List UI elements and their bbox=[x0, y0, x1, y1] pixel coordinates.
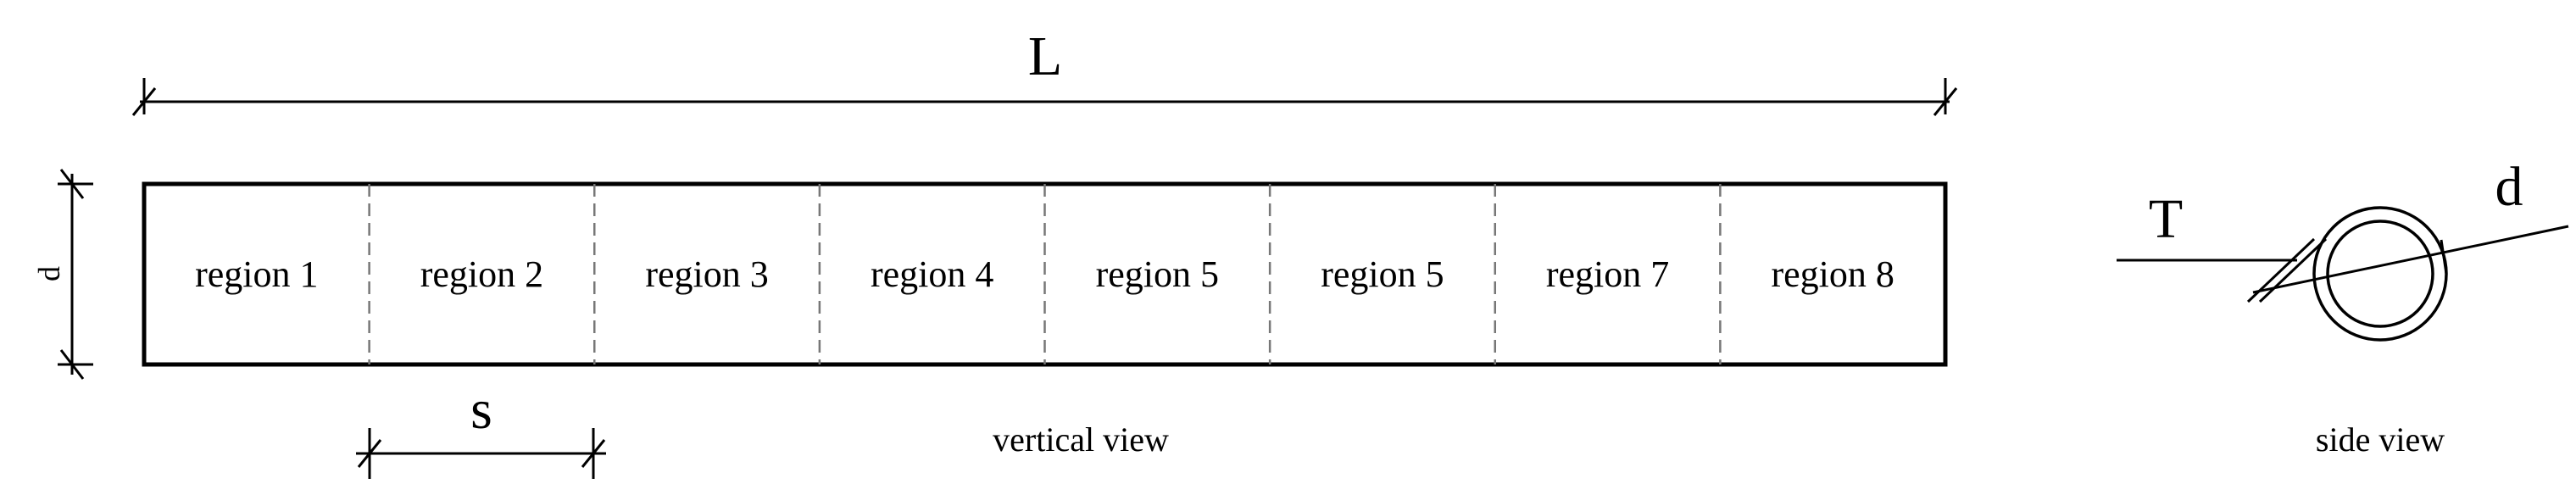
side-view-caption: side view bbox=[2316, 420, 2445, 459]
spacing-label: s bbox=[470, 379, 492, 441]
region-label: region 1 bbox=[195, 253, 318, 295]
region-label: region 2 bbox=[420, 253, 543, 295]
region-dividers bbox=[368, 184, 1722, 364]
length-tick-right bbox=[1933, 87, 1958, 116]
region-labels: region 1 region 2 region 3 region 4 region 5… bbox=[195, 253, 1894, 295]
length-tick-left bbox=[131, 87, 157, 116]
side-view: T d side view bbox=[2117, 156, 2569, 459]
spacing-tick-left bbox=[357, 439, 382, 468]
length-label: L bbox=[1028, 25, 1062, 87]
thickness-label: T bbox=[2149, 188, 2183, 250]
region-label: region 8 bbox=[1771, 253, 1894, 295]
pipe-inner-circle bbox=[2326, 220, 2434, 328]
diameter-dimension: d bbox=[32, 169, 93, 380]
pipe-outer-circle bbox=[2312, 206, 2448, 342]
spacing-dimension: s bbox=[356, 379, 606, 479]
thickness-tick-inner bbox=[2258, 237, 2328, 303]
side-diameter-label: d bbox=[2495, 156, 2523, 218]
spacing-tick-right bbox=[581, 439, 606, 468]
region-label: region 7 bbox=[1546, 253, 1669, 295]
region-label: region 5 bbox=[1321, 253, 1444, 295]
side-diameter-tick bbox=[2440, 239, 2448, 275]
region-label: region 4 bbox=[871, 253, 993, 295]
vertical-view-caption: vertical view bbox=[993, 420, 1169, 459]
region-label: region 3 bbox=[645, 253, 768, 295]
side-diameter-leader-line bbox=[2252, 225, 2569, 294]
diameter-label-vertical: d bbox=[32, 266, 66, 281]
diameter-tick-top bbox=[59, 169, 85, 199]
diameter-tick-bottom bbox=[59, 349, 85, 380]
length-dimension: L bbox=[131, 25, 1958, 116]
region-label: region 5 bbox=[1096, 253, 1219, 295]
